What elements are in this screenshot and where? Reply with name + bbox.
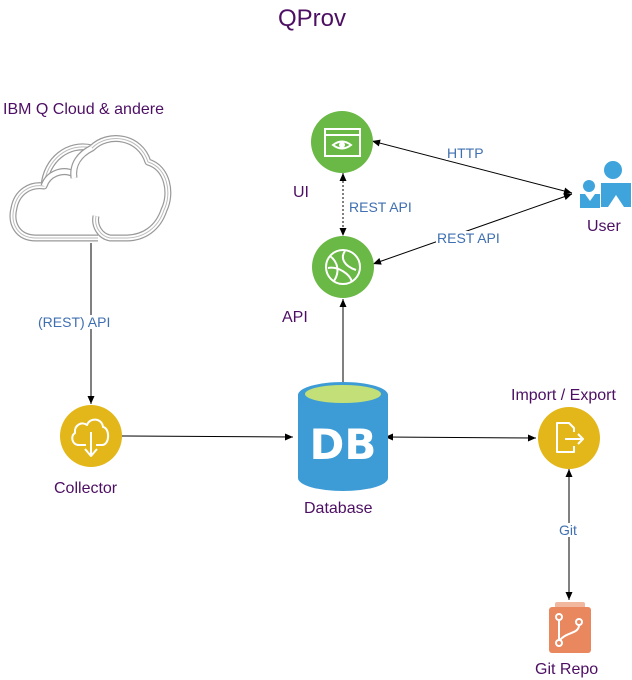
globe-icon: [325, 249, 361, 285]
edge-label-http: HTTP: [446, 145, 485, 161]
browser-eye-icon: [324, 128, 361, 157]
git-branch-icon[interactable]: [549, 602, 591, 653]
database-node[interactable]: DB: [298, 382, 388, 491]
db-badge: DB: [310, 420, 377, 469]
cloud-label: IBM Q Cloud & andere: [3, 101, 164, 118]
diagram-title: QProv: [278, 5, 347, 32]
edge-label-ui-api: REST API: [348, 199, 413, 215]
cloud-download-icon: [71, 418, 110, 457]
import-export-label: Import / Export: [511, 387, 616, 404]
ui-node[interactable]: [311, 111, 373, 173]
import-export-node[interactable]: [538, 407, 600, 469]
file-export-icon: [556, 422, 584, 453]
edge-database-io: [384, 433, 537, 442]
collector-node[interactable]: [60, 405, 122, 467]
cloud-icon: [9, 135, 172, 242]
edge-api-user: [372, 193, 573, 265]
ui-label: UI: [293, 184, 309, 201]
database-label: Database: [304, 500, 373, 517]
user-label: User: [587, 218, 621, 235]
edge-label-cloud-collector: (REST) API: [37, 314, 112, 330]
collector-label: Collector: [54, 480, 118, 497]
edge-label-git: Git: [558, 522, 578, 538]
git-repo-label: Git Repo: [535, 661, 599, 678]
api-label: API: [282, 309, 308, 326]
users-icon[interactable]: [580, 161, 631, 208]
edge-label-api-user: REST API: [436, 230, 501, 246]
api-node[interactable]: [312, 236, 374, 298]
edge-ui-user: [371, 139, 573, 195]
edge-collector-database: [121, 433, 294, 441]
